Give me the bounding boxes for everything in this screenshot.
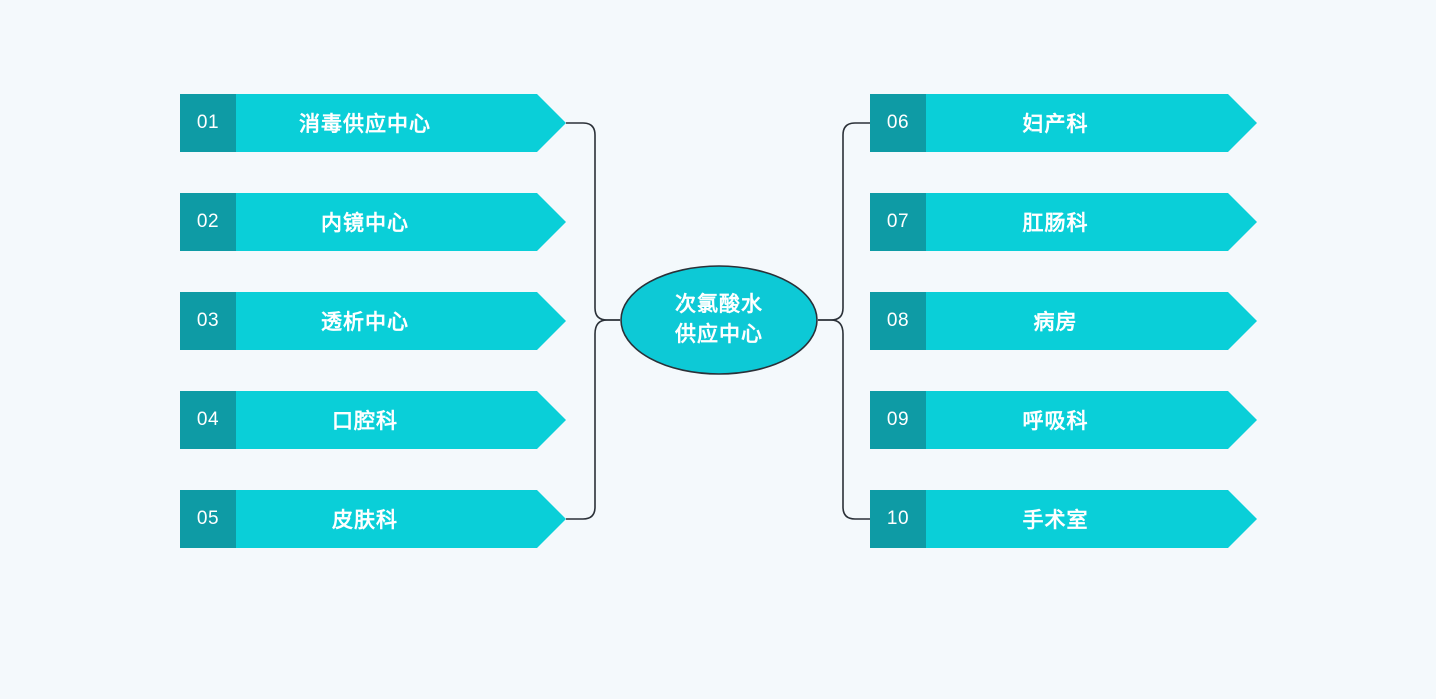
node-04[interactable]: 04 口腔科 xyxy=(180,391,566,449)
node-number: 07 xyxy=(886,211,910,232)
right-bracket-upper xyxy=(818,122,870,321)
arrow-shape xyxy=(180,94,566,152)
node-label: 皮肤科 xyxy=(332,509,398,532)
arrow-shape xyxy=(870,490,1257,548)
node-number: 02 xyxy=(196,211,220,232)
arrow-shape xyxy=(870,391,1257,449)
center-hub-text: 次氯酸水 供应中心 xyxy=(620,265,818,375)
node-06[interactable]: 06 妇产科 xyxy=(870,94,1257,152)
node-05[interactable]: 05 皮肤科 xyxy=(180,490,566,548)
node-02[interactable]: 02 内镜中心 xyxy=(180,193,566,251)
left-bracket-upper xyxy=(566,122,620,321)
node-number: 01 xyxy=(196,112,220,133)
node-01[interactable]: 01 消毒供应中心 xyxy=(180,94,566,152)
node-number: 10 xyxy=(886,508,910,529)
node-number: 06 xyxy=(886,112,910,133)
node-07[interactable]: 07 肛肠科 xyxy=(870,193,1257,251)
node-number: 09 xyxy=(886,409,910,430)
node-number: 08 xyxy=(886,310,910,331)
node-label: 消毒供应中心 xyxy=(299,113,431,136)
node-label: 内镜中心 xyxy=(321,212,409,235)
node-number: 05 xyxy=(196,508,220,529)
node-label: 肛肠科 xyxy=(1022,212,1089,235)
left-bracket-lower xyxy=(566,319,620,520)
arrow-shape xyxy=(180,490,566,548)
node-number: 03 xyxy=(196,310,220,331)
node-number: 04 xyxy=(196,409,220,430)
node-label: 病房 xyxy=(1033,311,1078,334)
center-ellipse-shape xyxy=(620,265,818,375)
node-label: 呼吸科 xyxy=(1022,410,1089,433)
arrow-shape xyxy=(870,94,1257,152)
center-hub-line1: 次氯酸水 xyxy=(675,293,763,316)
node-10[interactable]: 10 手术室 xyxy=(870,490,1257,548)
arrow-shape xyxy=(180,292,566,350)
node-label: 手术室 xyxy=(1022,509,1089,532)
node-label: 口腔科 xyxy=(332,410,398,433)
arrow-shape xyxy=(180,391,566,449)
arrow-shape xyxy=(870,292,1257,350)
arrow-shape xyxy=(870,193,1257,251)
arrow-shape xyxy=(180,193,566,251)
node-09[interactable]: 09 呼吸科 xyxy=(870,391,1257,449)
node-08[interactable]: 08 病房 xyxy=(870,292,1257,350)
node-03[interactable]: 03 透析中心 xyxy=(180,292,566,350)
node-label: 透析中心 xyxy=(321,311,409,334)
center-hub-line2: 供应中心 xyxy=(675,323,763,346)
right-bracket-lower xyxy=(818,319,870,520)
node-label: 妇产科 xyxy=(1022,113,1089,136)
center-hub[interactable]: 次氯酸水 供应中心 xyxy=(620,265,818,375)
